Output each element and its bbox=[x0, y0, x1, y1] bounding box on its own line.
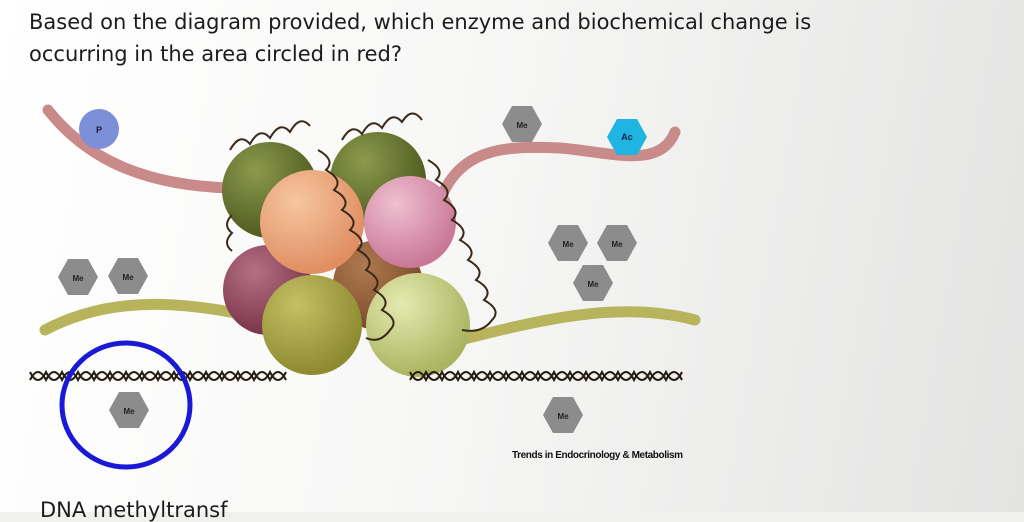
methyl-label: Me bbox=[587, 280, 599, 289]
methyl-marker-left-1: Me bbox=[58, 259, 98, 295]
histone-core-pink bbox=[364, 176, 456, 268]
methyl-marker-dna-right: Me bbox=[543, 397, 583, 433]
methyl-label: Me bbox=[516, 121, 528, 130]
methyl-marker-left-2: Me bbox=[108, 258, 148, 294]
dna-strand bbox=[29, 369, 683, 383]
acetyl-marker: Ac bbox=[607, 119, 647, 155]
methyl-label: Me bbox=[557, 412, 569, 421]
methyl-label: Me bbox=[562, 240, 574, 249]
methyl-label: Me bbox=[72, 274, 84, 283]
methyl-marker-top: Me bbox=[502, 106, 542, 142]
methyl-marker-dna-circled: Me bbox=[109, 392, 149, 428]
methyl-label: Me bbox=[122, 273, 134, 282]
histone-core-peach bbox=[260, 170, 364, 274]
phosphate-label: P bbox=[96, 125, 102, 135]
methyl-label: Me bbox=[123, 407, 135, 416]
methyl-marker-mid-2: Me bbox=[597, 225, 637, 261]
dna-wrap bbox=[226, 112, 497, 341]
phosphate-marker: P bbox=[79, 109, 119, 149]
histone-core-khaki bbox=[262, 275, 362, 375]
acetyl-label: Ac bbox=[621, 132, 633, 142]
figure-credit: Trends in Endocrinology & Metabolism bbox=[512, 450, 683, 461]
highlight-circle bbox=[59, 340, 193, 470]
methyl-marker-mid-1: Me bbox=[548, 225, 588, 261]
answer-option-partial: DNA methyltransf bbox=[40, 498, 228, 522]
histone-tail-lower-right bbox=[454, 306, 701, 346]
methyl-label: Me bbox=[611, 240, 623, 249]
question-text: Based on the diagram provided, which enz… bbox=[29, 10, 812, 66]
histone-core-lime bbox=[366, 273, 470, 377]
methyl-marker-mid-3: Me bbox=[573, 265, 613, 301]
histone-octamer bbox=[222, 132, 470, 377]
histone-tail-right bbox=[434, 126, 681, 206]
